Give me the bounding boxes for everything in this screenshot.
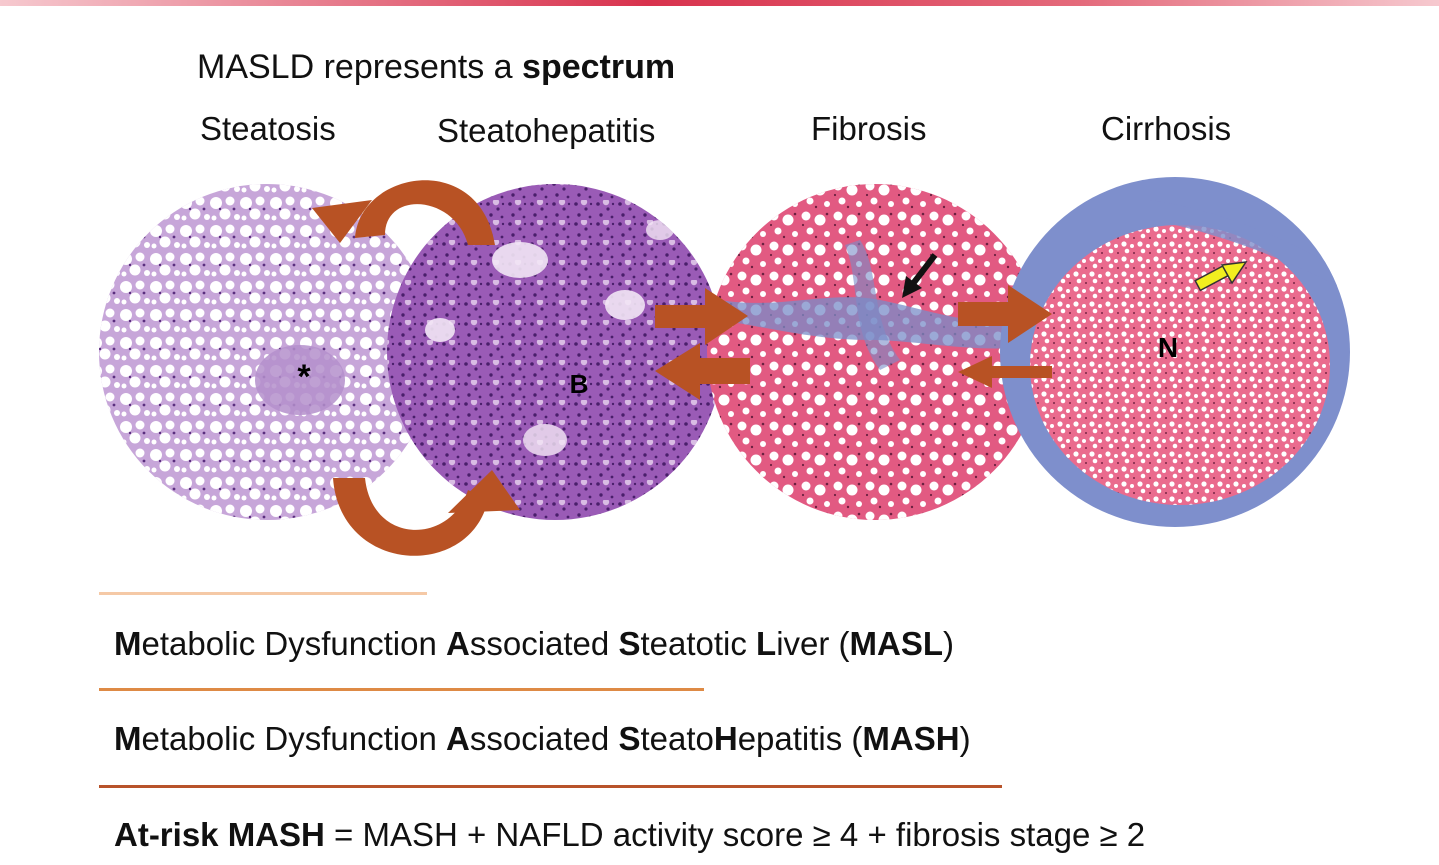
arrow-from-fibrosis [655, 343, 750, 400]
histology-circle-steatosis: * [99, 184, 435, 520]
definition-mash: Metabolic Dysfunction Associated SteatoH… [114, 720, 971, 758]
divider-at-risk-mash [99, 785, 1002, 788]
definition-masl: Metabolic Dysfunction Associated Steatot… [114, 625, 954, 663]
definition-segment: At-risk MASH [114, 816, 325, 853]
arrow-from-cirrhosis [958, 356, 1052, 388]
definition-segment: A [446, 720, 470, 757]
definition-segment: epatitis ( [737, 720, 863, 757]
definition-segment: A [446, 625, 470, 662]
histology-spectrum-diagram: * B N [99, 177, 1350, 556]
definition-segment: M [114, 720, 142, 757]
definition-segment: etabolic Dysfunction [141, 720, 446, 757]
histology-circle-steatohepatitis: B [387, 184, 723, 520]
histology-circle-fibrosis [707, 184, 1043, 520]
marker-cirrhosis: N [1158, 332, 1178, 363]
divider-mash [99, 688, 704, 691]
definition-segment: MASH [862, 720, 960, 757]
curved-arrow-top [355, 180, 495, 245]
top-accent-bar [0, 0, 1439, 6]
definition-segment: H [713, 720, 738, 757]
divider-masl [99, 592, 427, 595]
definition-segment: ) [943, 625, 955, 662]
definition-segment: teatotic [640, 625, 757, 662]
stage-label-steatosis: Steatosis [200, 110, 336, 147]
heading-emphasis: spectrum [522, 48, 676, 86]
definition-segment: = MASH + NAFLD activity score ≥ 4 + fibr… [324, 816, 1146, 853]
slide-heading: MASLD represents a spectrum [197, 48, 675, 87]
definition-segment: ssociated [469, 625, 619, 662]
definition-segment: S [618, 720, 641, 757]
arrow-to-fibrosis [655, 288, 748, 345]
pointer-fibrosis [909, 253, 938, 287]
definition-at-risk-mash: At-risk MASH = MASH + NAFLD activity sco… [114, 816, 1145, 854]
definition-segment: ssociated [469, 720, 619, 757]
definition-segment: M [114, 625, 142, 662]
definition-segment: ) [959, 720, 971, 757]
marker-steatohepatitis: B [570, 369, 589, 399]
curved-arrow-bottom [333, 478, 488, 556]
stage-label-cirrhosis: Cirrhosis [1101, 110, 1232, 147]
heading-prefix: MASLD represents a [197, 48, 523, 86]
arrow-to-cirrhosis [958, 285, 1052, 343]
stage-label-steatohepatitis: Steatohepatitis [437, 112, 656, 149]
marker-steatosis: * [297, 358, 311, 396]
definition-segment: iver ( [776, 625, 850, 662]
definition-segment: L [756, 625, 777, 662]
definition-segment: etabolic Dysfunction [141, 625, 446, 662]
definition-segment: S [618, 625, 641, 662]
definition-segment: teato [640, 720, 714, 757]
histology-circle-cirrhosis: N [1000, 177, 1350, 527]
definition-segment: MASL [849, 625, 944, 662]
stage-label-fibrosis: Fibrosis [811, 110, 927, 147]
